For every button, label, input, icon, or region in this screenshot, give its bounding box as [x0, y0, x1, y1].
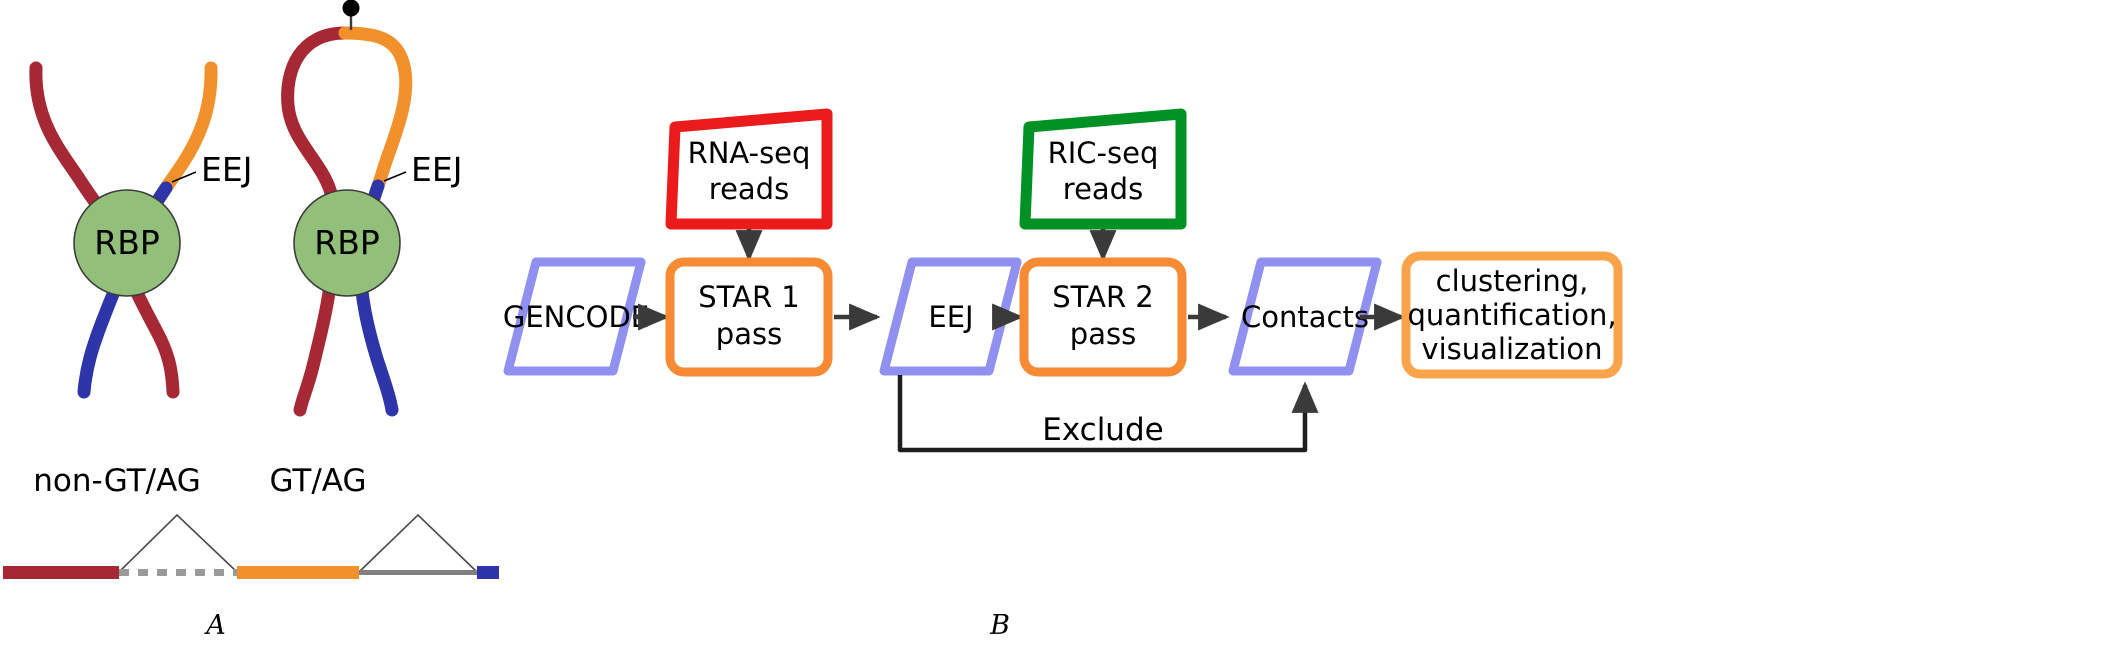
eej-label: EEJ — [928, 300, 973, 334]
rna-seq-reads-outline — [665, 108, 833, 230]
ric-seq-reads-outline — [1019, 108, 1187, 230]
downstream-label-line2: quantification, — [1407, 298, 1616, 332]
downstream-label-line1: clustering, — [1436, 264, 1589, 298]
node-star-2-pass[interactable]: STAR 2 pass — [1019, 257, 1187, 377]
panel-b-flowchart: RNA-seq reads RIC-seq reads GENCODE ST — [503, 108, 1623, 453]
splice-label-non-gtag: non-GT/AG — [33, 463, 201, 499]
rbp-structure-crossed: RBP EEJ — [29, 61, 252, 399]
ric-seq-reads-label-line2: reads — [1063, 172, 1143, 206]
node-ric-seq-reads[interactable]: RIC-seq reads — [1019, 108, 1187, 230]
rbp-structure-loop: RBP EEJ — [281, 0, 462, 417]
eej-outline — [879, 257, 1022, 376]
node-contacts[interactable]: Contacts — [1228, 257, 1382, 376]
rna-strand-orange-left — [159, 61, 218, 195]
ric-seq-reads-label-line1: RIC-seq — [1048, 136, 1159, 170]
panel-a: RBP EEJ RBP EEJ — [0, 0, 500, 666]
gencode-outline — [503, 257, 646, 376]
downstream-label-line3: visualization — [1421, 332, 1602, 366]
rna-seq-reads-label-line2: reads — [709, 172, 789, 206]
rbp-circle-right — [293, 189, 401, 297]
exon-block-dark-red — [3, 566, 119, 579]
eej-label-left: EEJ — [201, 150, 252, 189]
exon-block-orange — [237, 566, 359, 579]
star-2-pass-label-line1: STAR 2 — [1052, 280, 1154, 314]
splice-label-gtag: GT/AG — [270, 463, 367, 499]
splice-gene-model: non-GT/AG GT/AG — [3, 463, 499, 579]
star-1-pass-label-line2: pass — [716, 317, 782, 351]
rbp-circle-left — [73, 189, 181, 297]
panel-b: RNA-seq reads RIC-seq reads GENCODE ST — [500, 0, 2126, 666]
contacts-label: Contacts — [1241, 300, 1369, 334]
node-downstream-analysis[interactable]: clustering, quantification, visualizatio… — [1401, 251, 1623, 379]
node-gencode[interactable]: GENCODE — [503, 257, 649, 376]
panel-a-graphics: RBP EEJ RBP EEJ — [3, 0, 499, 579]
star-1-pass-outline — [665, 257, 833, 377]
rbp-label-left: RBP — [94, 223, 159, 262]
splice-arc-gtag — [358, 513, 478, 573]
eej-label-right: EEJ — [411, 150, 462, 189]
downstream-outline — [1401, 251, 1623, 379]
gencode-label: GENCODE — [503, 300, 649, 334]
star-2-pass-label-line2: pass — [1070, 317, 1136, 351]
crosslink-dot-icon — [342, 0, 360, 17]
star-1-pass-label-line1: STAR 1 — [698, 280, 800, 314]
rbp-label-right: RBP — [314, 223, 379, 262]
exon-block-blue — [477, 566, 499, 579]
exclude-edge-label: Exclude — [1042, 412, 1163, 448]
rna-strand-orange-right — [338, 26, 413, 193]
eej-pointer-line-left — [171, 171, 197, 183]
star-2-pass-outline — [1019, 257, 1187, 377]
node-rna-seq-reads[interactable]: RNA-seq reads — [665, 108, 833, 230]
contacts-outline — [1228, 257, 1382, 376]
panel-caption-a: A — [206, 610, 226, 641]
arrow-exclude-feedback — [897, 375, 1319, 453]
splice-arc-non-gtag — [118, 513, 238, 573]
node-star-1-pass[interactable]: STAR 1 pass — [665, 257, 833, 377]
node-eej[interactable]: EEJ — [879, 257, 1022, 376]
eej-pointer-line-right — [383, 171, 407, 182]
panel-caption-b: B — [990, 610, 1010, 641]
rna-seq-reads-label-line1: RNA-seq — [688, 136, 811, 170]
